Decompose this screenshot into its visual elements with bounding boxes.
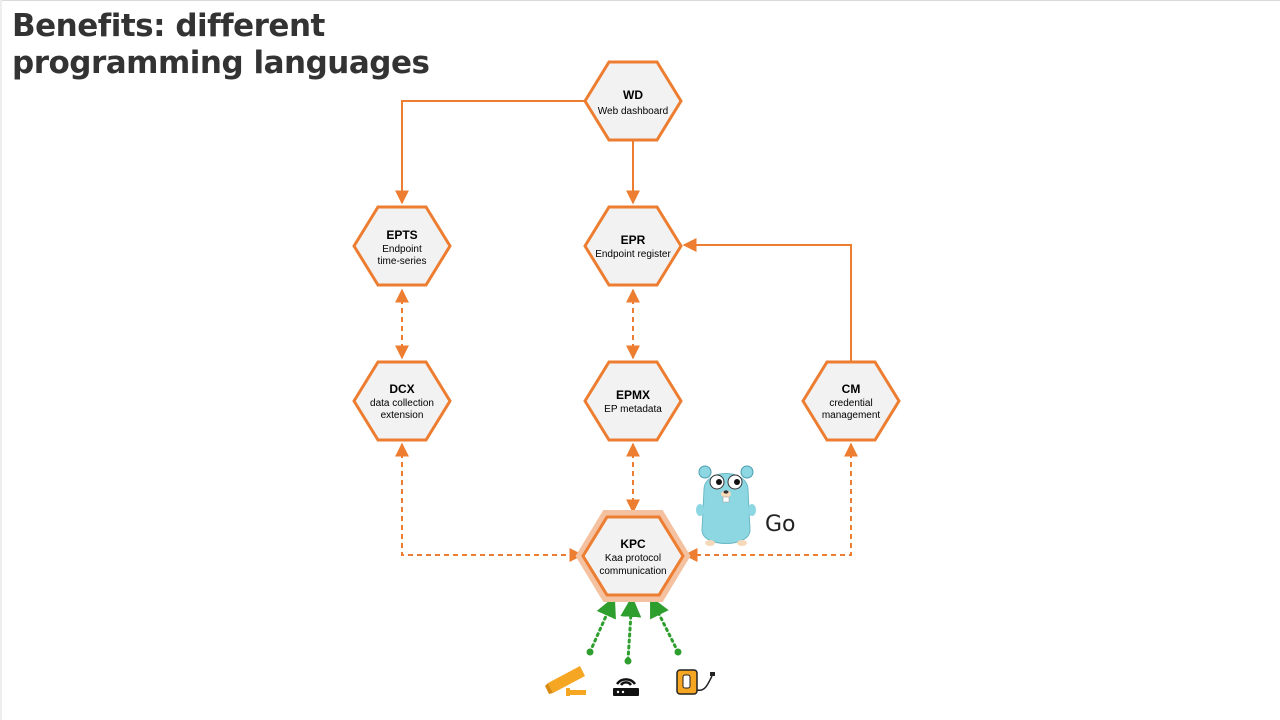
node-cm[interactable]: CM credential management: [801, 360, 901, 442]
node-wd-desc: Web dashboard: [598, 106, 668, 117]
node-dcx-desc-2: extension: [381, 410, 424, 421]
node-dcx[interactable]: DCX data collection extension: [352, 360, 452, 442]
slide-title-line-1: Benefits: different: [12, 8, 325, 44]
node-kpc-desc-1: Kaa protocol: [605, 553, 661, 564]
node-dcx-desc-1: data collection: [370, 398, 434, 409]
dcx-kpc-link: [395, 442, 584, 562]
wifi-router-icon: [613, 678, 639, 696]
node-epts[interactable]: EPTS Endpoint time-series: [352, 205, 452, 287]
left-rule: [0, 0, 2, 720]
slide-title: Benefits: different programming language…: [12, 8, 430, 82]
device-link-dots: [586, 648, 682, 665]
node-kpc-desc-2: communication: [599, 566, 666, 577]
solid-connectors: [395, 100, 852, 362]
node-epmx[interactable]: EPMX EP metadata: [583, 360, 683, 442]
camera-link: [588, 596, 616, 654]
node-epr-id: EPR: [621, 233, 646, 247]
node-epmx-id: EPMX: [616, 388, 650, 402]
device-connectors: [588, 595, 680, 662]
node-epr-desc: Endpoint register: [595, 249, 671, 260]
node-kpc-id: KPC: [620, 537, 646, 551]
slide-title-line-2: programming languages: [12, 45, 430, 81]
node-cm-id: CM: [842, 382, 861, 396]
security-camera-icon: [545, 666, 586, 696]
dashed-connectors: [395, 288, 858, 562]
electric-kettle-icon: [676, 669, 715, 695]
gopher-icon: [696, 465, 756, 546]
node-cm-desc-1: credential: [829, 398, 872, 409]
cm-to-epr-arrow: [682, 238, 852, 362]
node-epr[interactable]: EPR Endpoint register: [583, 205, 683, 287]
node-cm-desc-2: management: [822, 410, 881, 421]
language-label: Go: [765, 512, 796, 537]
node-wd-id: WD: [623, 88, 643, 102]
wd-to-epts-arrow: [395, 100, 587, 205]
node-kpc[interactable]: KPC Kaa protocol communication: [575, 510, 691, 602]
kettle-link: [649, 596, 680, 654]
node-epts-desc-1: Endpoint: [382, 244, 422, 255]
node-epts-id: EPTS: [386, 228, 417, 242]
cm-kpc-link: [683, 442, 858, 562]
node-dcx-id: DCX: [389, 382, 414, 396]
top-rule: [0, 0, 1280, 1]
node-epts-desc-2: time-series: [378, 256, 427, 267]
node-epmx-desc: EP metadata: [604, 404, 662, 415]
router-link: [620, 595, 642, 662]
node-wd[interactable]: WD Web dashboard: [583, 60, 683, 142]
